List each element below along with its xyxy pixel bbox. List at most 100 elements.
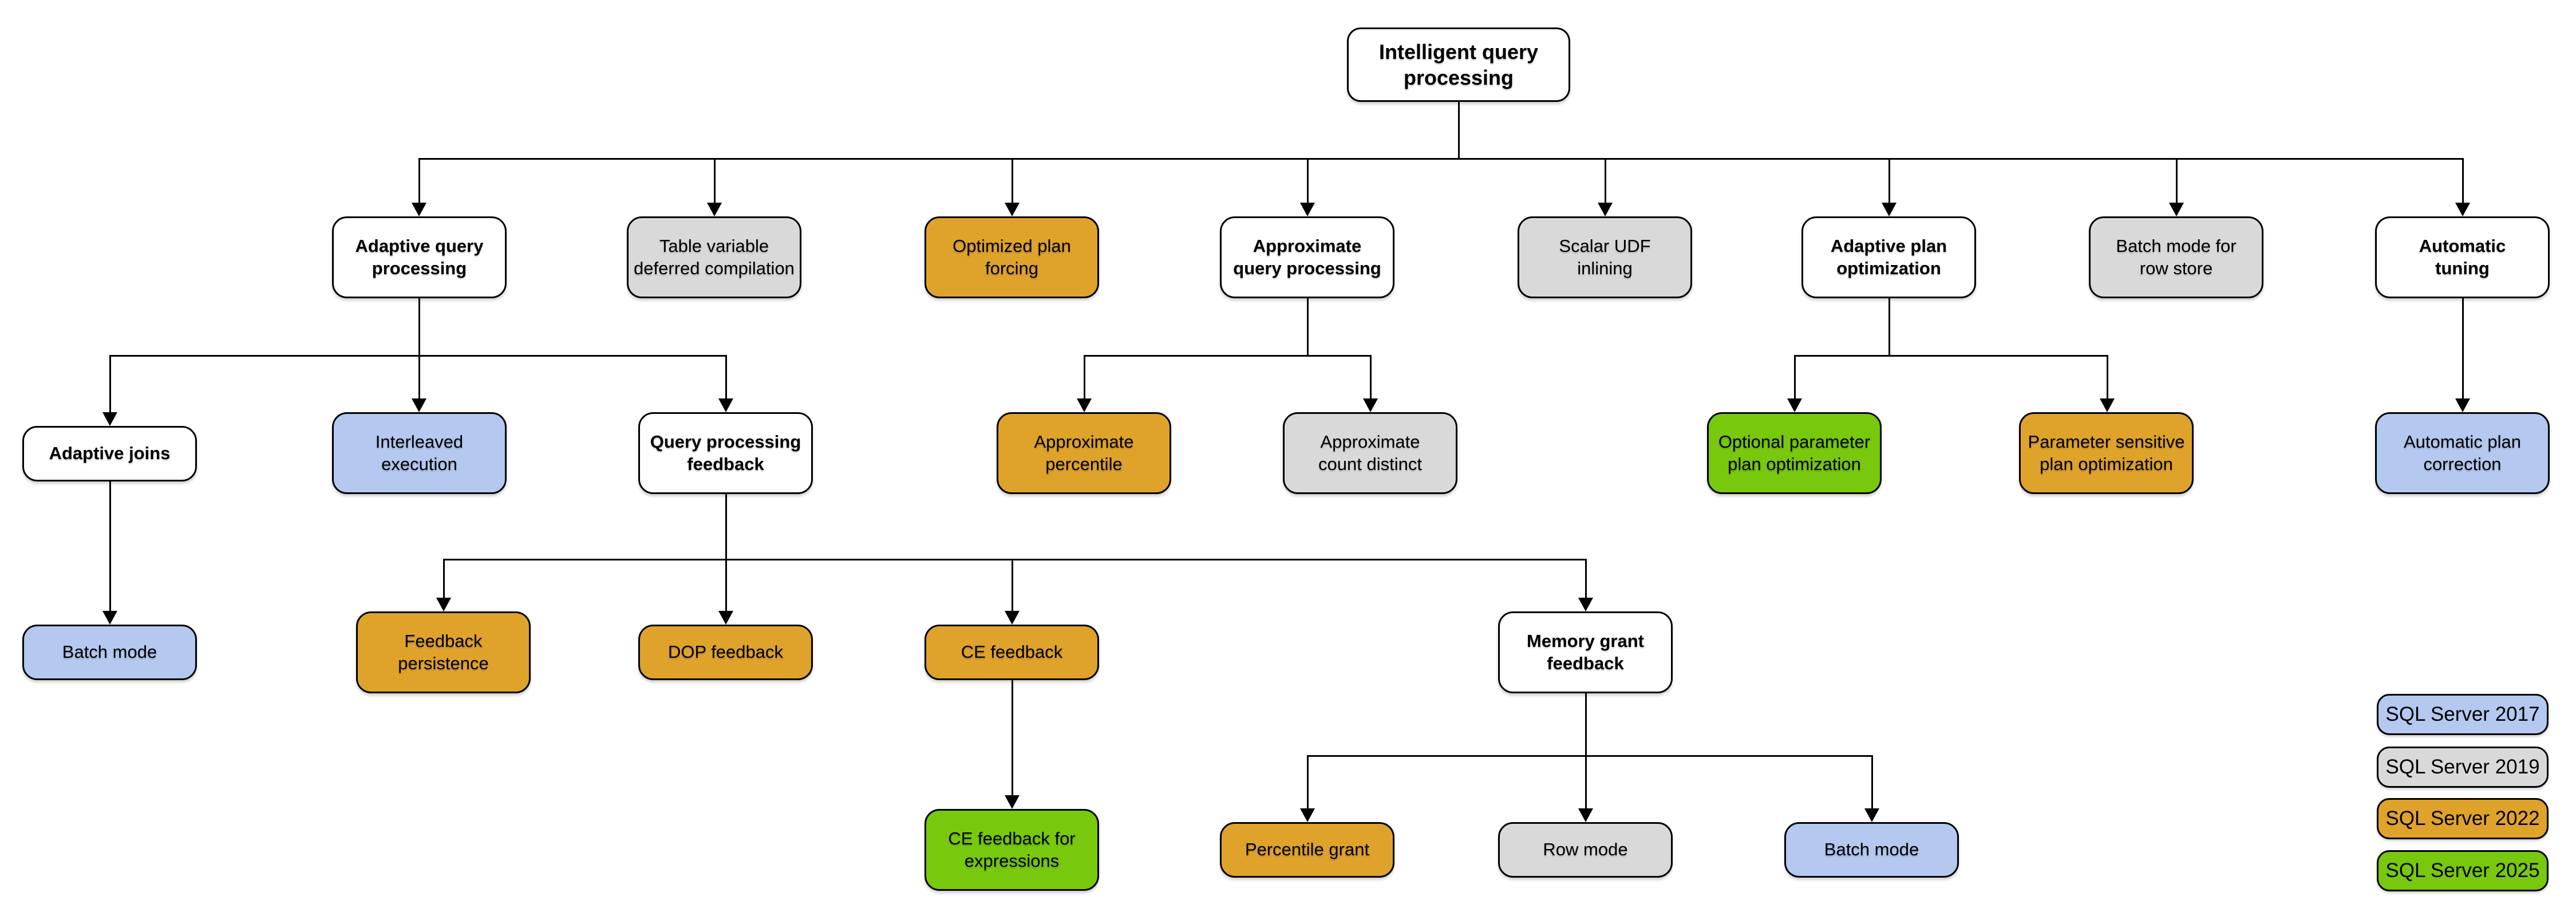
node-label: Approximate count distinct <box>1318 431 1422 474</box>
node-batch-mode-adaptive-joins: Batch mode <box>22 625 197 680</box>
legend-item-sql-server-2019: SQL Server 2019 <box>2377 747 2549 788</box>
node-label: Adaptive query processing <box>355 235 484 278</box>
connector <box>714 158 716 205</box>
arrowhead <box>1882 203 1897 216</box>
legend-item-sql-server-2017: SQL Server 2017 <box>2377 694 2549 735</box>
connector <box>1307 755 1309 810</box>
connector <box>109 355 111 413</box>
arrowhead <box>102 611 117 625</box>
connector-at-drop <box>2462 298 2464 400</box>
node-adaptive-query-processing: Adaptive query processing <box>332 216 507 298</box>
node-label: Memory grant feedback <box>1527 630 1644 673</box>
connector-approx-bus <box>1084 355 1372 357</box>
node-label: Scalar UDF inlining <box>1559 235 1651 278</box>
node-table-variable-deferred-compilation: Table variable deferred compilation <box>627 216 801 298</box>
node-label: DOP feedback <box>667 642 784 662</box>
arrowhead <box>1363 398 1378 412</box>
connector <box>2462 158 2464 205</box>
connector-mgf-bus <box>1307 755 1873 757</box>
node-automatic-plan-correction: Automatic plan correction <box>2375 412 2550 494</box>
node-dop-feedback: DOP feedback <box>638 625 813 680</box>
node-label: Adaptive joins <box>49 443 171 464</box>
connector <box>1585 755 1587 810</box>
connector <box>1605 158 1606 205</box>
legend-label: SQL Server 2017 <box>2385 703 2540 725</box>
connector <box>1012 559 1013 612</box>
node-label: Approximate query processing <box>1233 235 1381 278</box>
connector-aj-drop <box>109 481 111 612</box>
node-batch-mode-memory-grant: Batch mode <box>1784 822 1959 878</box>
node-label: Feedback persistence <box>398 630 489 673</box>
connector-qpf-drop <box>725 494 727 560</box>
legend-item-sql-server-2022: SQL Server 2022 <box>2377 798 2549 839</box>
connector <box>1585 559 1587 599</box>
connector <box>725 559 727 612</box>
node-optimized-plan-forcing: Optimized plan forcing <box>924 216 1099 298</box>
node-adaptive-plan-optimization: Adaptive plan optimization <box>1801 216 1976 298</box>
arrowhead <box>1578 808 1593 822</box>
connector <box>2176 158 2178 205</box>
node-memory-grant-feedback: Memory grant feedback <box>1498 611 1673 693</box>
node-intelligent-query-processing: Intelligent query processing <box>1347 27 1570 102</box>
arrowhead <box>436 598 451 611</box>
connector <box>418 158 420 205</box>
node-label: Parameter sensitive plan optimization <box>2028 431 2185 474</box>
node-interleaved-execution: Interleaved execution <box>332 412 507 494</box>
node-batch-mode-for-row-store: Batch mode for row store <box>2089 216 2263 298</box>
connector-aqp-drop <box>418 298 420 356</box>
node-scalar-udf-inlining: Scalar UDF inlining <box>1518 216 1692 298</box>
arrowhead <box>718 611 733 625</box>
node-label: Adaptive plan optimization <box>1830 235 1947 278</box>
connector <box>1871 755 1873 810</box>
arrowhead <box>1578 598 1593 611</box>
node-label: Automatic tuning <box>2419 235 2506 278</box>
arrowhead <box>707 203 722 216</box>
node-approximate-query-processing: Approximate query processing <box>1220 216 1394 298</box>
node-label: Table variable deferred compilation <box>634 235 795 278</box>
connector-qpf-bus <box>444 559 1587 560</box>
node-automatic-tuning: Automatic tuning <box>2375 216 2550 298</box>
connector <box>418 355 420 400</box>
node-label: Row mode <box>1543 839 1628 860</box>
legend-label: SQL Server 2025 <box>2385 859 2540 882</box>
node-label: Approximate percentile <box>1034 431 1134 474</box>
node-label: Automatic plan correction <box>2403 431 2522 474</box>
node-ce-feedback: CE feedback <box>924 625 1099 680</box>
connector <box>2107 355 2108 400</box>
arrowhead <box>412 203 426 216</box>
node-ce-feedback-for-expressions: CE feedback for expressions <box>924 809 1099 891</box>
node-label: Percentile grant <box>1244 839 1370 860</box>
arrowhead <box>1598 203 1613 216</box>
legend-label: SQL Server 2022 <box>2385 807 2540 830</box>
arrowhead <box>1864 808 1879 822</box>
node-approximate-percentile: Approximate percentile <box>997 412 1171 494</box>
connector <box>1307 158 1309 205</box>
node-feedback-persistence: Feedback persistence <box>356 611 531 693</box>
connector <box>1084 355 1085 400</box>
node-label: CE feedback for expressions <box>948 828 1076 871</box>
arrowhead <box>718 398 733 412</box>
connector <box>1012 158 1013 205</box>
arrowhead <box>1005 611 1020 625</box>
connector-approx-drop <box>1307 298 1309 356</box>
node-approximate-count-distinct: Approximate count distinct <box>1283 412 1457 494</box>
node-label: Query processing feedback <box>650 431 801 474</box>
node-optional-parameter-plan-optimization: Optional parameter plan optimization <box>1707 412 1882 494</box>
connector-mgf-drop <box>1585 693 1587 756</box>
node-percentile-grant: Percentile grant <box>1220 822 1394 878</box>
arrowhead <box>1787 398 1802 412</box>
connector <box>443 559 445 599</box>
node-row-mode: Row mode <box>1498 822 1673 878</box>
arrowhead <box>2100 398 2115 412</box>
arrowhead <box>1005 203 1020 216</box>
node-query-processing-feedback: Query processing feedback <box>638 412 813 494</box>
arrowhead <box>1077 398 1092 412</box>
connector-level1-bus <box>419 158 2464 160</box>
connector <box>725 355 727 400</box>
connector-ce-drop <box>1012 680 1013 796</box>
legend-item-sql-server-2025: SQL Server 2025 <box>2377 850 2549 891</box>
node-label: Interleaved execution <box>375 431 464 474</box>
arrowhead <box>1300 203 1315 216</box>
arrowhead <box>2169 203 2184 216</box>
